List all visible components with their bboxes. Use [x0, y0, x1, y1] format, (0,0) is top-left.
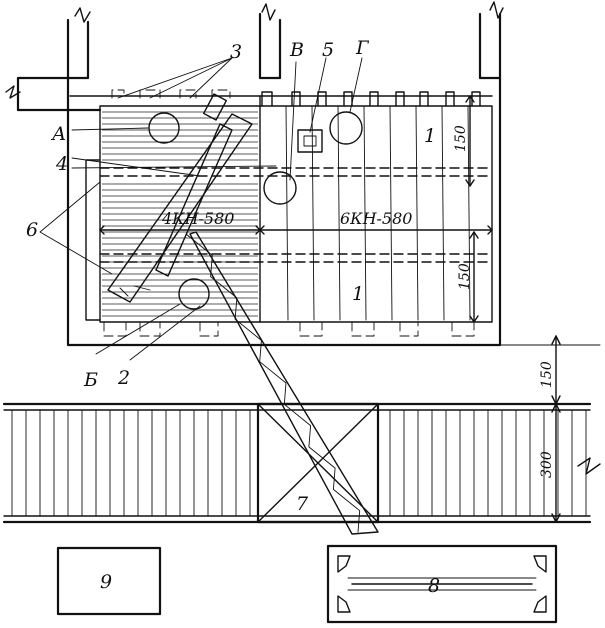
- marker-g: [329, 111, 363, 145]
- marker-b: [178, 278, 210, 310]
- label-7: 7: [296, 493, 309, 515]
- label-4: 4: [55, 153, 68, 175]
- label-v: В: [289, 39, 304, 61]
- rail-lines: [99, 167, 493, 263]
- dim-150-c: 150: [539, 361, 555, 388]
- marker-v: [263, 171, 297, 205]
- label-9: 9: [100, 571, 112, 593]
- slab-line: [389, 105, 393, 321]
- slab-line: [415, 105, 419, 321]
- label-b: Б: [83, 369, 98, 391]
- callout-labels: А 3 4 6 Б 2 В 5 Г 1 1: [26, 37, 436, 391]
- crane-base-7: 7: [256, 402, 380, 524]
- span-dimension: 4КН-580 6КН-580: [99, 209, 493, 235]
- slab-line: [467, 105, 471, 321]
- railway-track: [2, 402, 601, 524]
- item-5-square: [297, 129, 323, 153]
- span-label-right: 6КН-580: [340, 209, 412, 228]
- label-8: 8: [428, 575, 440, 597]
- leader-lines: [39, 57, 363, 361]
- item-9-box: 9: [56, 546, 162, 616]
- label-1-top: 1: [424, 125, 436, 147]
- label-3: 3: [230, 41, 242, 63]
- label-a: А: [50, 123, 66, 145]
- label-5: 5: [322, 39, 334, 61]
- label-6-left: 6: [26, 219, 38, 241]
- dim-150-b: 150: [457, 263, 473, 290]
- slab-line: [285, 105, 289, 321]
- boom-element-6: [107, 93, 253, 303]
- dim-150-a: 150: [453, 125, 469, 152]
- item-8-trailer: 8: [326, 544, 558, 624]
- building-walls: [5, 1, 504, 347]
- label-g: Г: [355, 37, 370, 59]
- slab-line: [441, 105, 445, 321]
- pit-outline: [85, 95, 493, 323]
- marker-a: [148, 112, 180, 144]
- span-label-left: 4КН-580: [161, 209, 234, 228]
- slab-line: [363, 105, 367, 321]
- lattice-boom-7: [185, 231, 379, 535]
- label-2: 2: [117, 367, 130, 389]
- dim-300: 300: [539, 451, 555, 478]
- slab-line: [311, 105, 315, 321]
- label-1-bottom: 1: [352, 283, 364, 305]
- pit-dimension-150: 150 150: [453, 95, 479, 323]
- track-dimensions: 150 300: [379, 335, 601, 523]
- bottom-footings: [103, 321, 475, 337]
- toothed-edge: [111, 89, 481, 107]
- left-slab-hatching: [102, 111, 258, 317]
